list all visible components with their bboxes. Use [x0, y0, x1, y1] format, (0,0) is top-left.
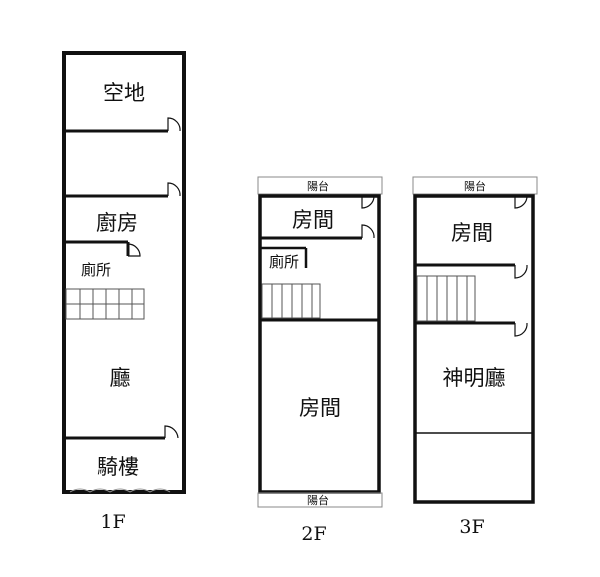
floor-3f: 陽台 房間 神明廳 3F: [412, 176, 538, 538]
door-arc: [361, 224, 375, 239]
balcony: [412, 176, 538, 195]
room-label: 騎樓: [97, 455, 139, 479]
balcony-label: 陽台: [307, 493, 329, 507]
wall-outline: [258, 194, 381, 494]
room-label: 廳: [110, 366, 131, 390]
door-arc: [514, 264, 528, 279]
door-arc: [167, 117, 181, 132]
floor-1f: 空地 廚房 廁所 廳 騎樓 1F: [62, 51, 186, 533]
room-label: 房間: [451, 221, 493, 245]
wall-outline: [62, 51, 186, 494]
door-arc: [514, 195, 528, 209]
floor-2f: 陽台 陽台 房間 廁所 房間 2F: [257, 176, 383, 545]
room-label: 房間: [299, 396, 341, 420]
balcony-label: 陽台: [307, 179, 329, 193]
room-label: 房間: [292, 208, 334, 232]
floor-label: 3F: [459, 516, 484, 538]
room-label: 空地: [103, 81, 145, 105]
door-arc: [514, 322, 528, 337]
stairs: [261, 283, 321, 319]
balcony: [257, 492, 383, 508]
floor-label: 2F: [301, 523, 326, 545]
door-arc: [361, 195, 375, 209]
room-label: 廚房: [96, 211, 138, 235]
door-arc: [167, 182, 181, 197]
wall-outline: [413, 194, 535, 504]
door-arc: [164, 425, 179, 439]
balcony-label: 陽台: [464, 179, 486, 193]
stairs: [416, 275, 476, 322]
balcony: [257, 176, 383, 195]
arcade-edge: [69, 488, 171, 493]
room-label: 神明廳: [443, 366, 506, 390]
room-label: 廁所: [81, 261, 111, 279]
floor-label: 1F: [100, 511, 125, 533]
room-label: 廁所: [269, 253, 299, 271]
door-arc: [127, 243, 141, 257]
